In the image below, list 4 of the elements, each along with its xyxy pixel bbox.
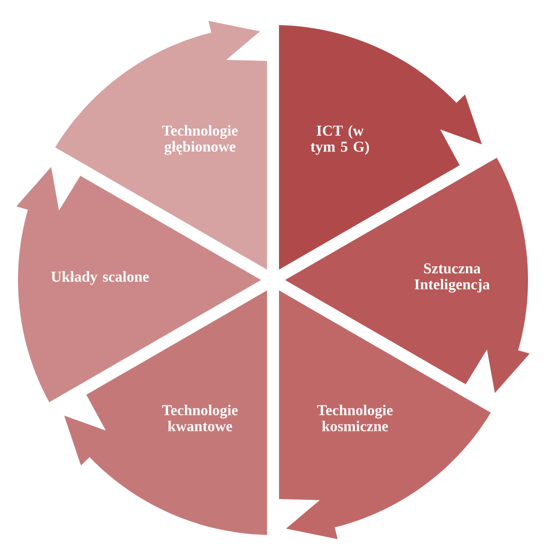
cycle-segment: Sztuczna Inteligencja [285, 158, 530, 394]
cycle-segment: Technologie kwantowe [64, 290, 267, 535]
cycle-segment: Układy scalone [16, 166, 261, 402]
cycle-segment: Technologie głębionowe [55, 20, 267, 270]
